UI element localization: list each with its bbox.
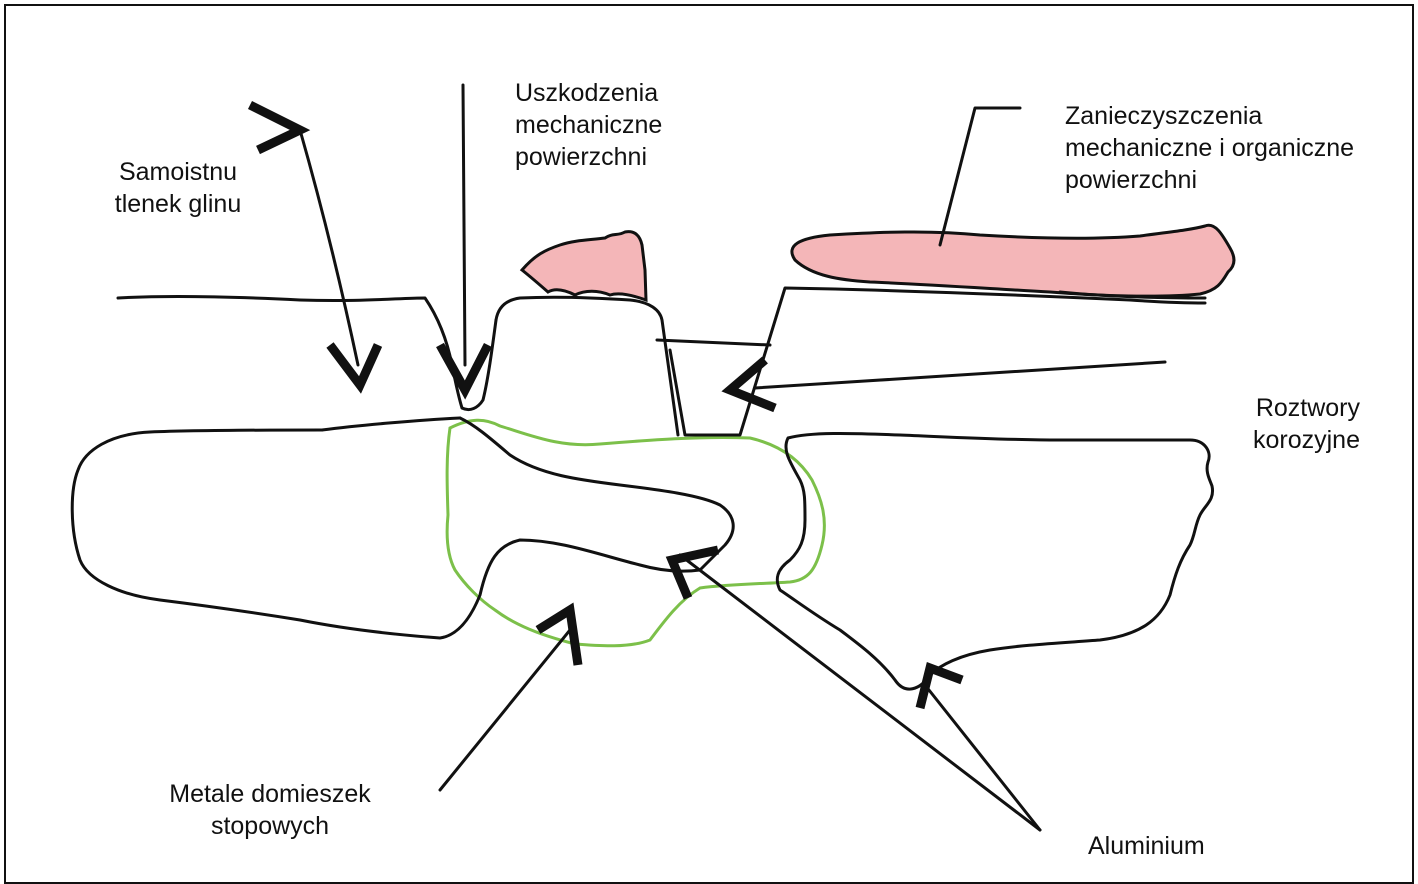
label-zanieczyszczenia-line2: mechaniczne i organiczne <box>1065 132 1354 164</box>
label-roztwory-line1: Roztwory <box>1200 392 1360 424</box>
surface-line-left <box>118 297 452 365</box>
leader-metale <box>440 630 570 790</box>
alloy-stroke <box>460 418 733 570</box>
leader-aluminium-2 <box>925 685 1040 830</box>
oxide-line <box>322 418 460 430</box>
leader-uszkodzenia <box>463 85 465 365</box>
label-metale-line2: stopowych <box>140 810 400 842</box>
label-uszkodzenia: Uszkodzenia mechaniczne powierzchni <box>515 77 662 173</box>
label-roztwory: Roztwory korozyjne <box>1200 392 1360 456</box>
contamination-large-blob <box>792 225 1234 296</box>
label-samoistny-line2: tlenek glinu <box>98 188 258 220</box>
arrowheads <box>250 105 962 708</box>
label-aluminium-text: Aluminium <box>1088 830 1205 862</box>
leader-roztwory <box>755 362 1165 388</box>
protruding-block <box>496 297 678 435</box>
cavity-line-top <box>657 340 770 345</box>
grain-left <box>72 430 700 638</box>
label-samoistny-line1: Samoistnu <box>98 156 258 188</box>
leader-samoistny <box>300 130 358 365</box>
label-metale: Metale domieszek stopowych <box>140 778 400 842</box>
label-zanieczyszczenia-line3: powierzchni <box>1065 164 1354 196</box>
leader-aluminium-1 <box>680 555 1040 830</box>
label-aluminium: Aluminium <box>1088 830 1205 862</box>
arrowhead-metale <box>538 610 578 665</box>
arrowhead-roztwory <box>730 360 775 408</box>
label-metale-line1: Metale domieszek <box>140 778 400 810</box>
label-uszkodzenia-line2: mechaniczne <box>515 109 662 141</box>
label-zanieczyszczenia: Zanieczyszczenia mechaniczne i organiczn… <box>1065 100 1354 196</box>
leader-zanieczyszczenia <box>940 108 1020 245</box>
label-samoistny-tlenek: Samoistnu tlenek glinu <box>98 156 258 220</box>
label-zanieczyszczenia-line1: Zanieczyszczenia <box>1065 100 1354 132</box>
contamination-small-blob <box>522 232 646 300</box>
grain-right <box>777 433 1212 689</box>
label-roztwory-line2: korozyjne <box>1200 424 1360 456</box>
label-uszkodzenia-line1: Uszkodzenia <box>515 77 662 109</box>
alloy-inclusion-outline <box>447 420 824 646</box>
arrowhead-aluminium-2 <box>920 668 962 708</box>
arrowhead-samoistny-top <box>250 105 300 150</box>
block-right-edge <box>670 288 1205 435</box>
label-uszkodzenia-line3: powierzchni <box>515 141 662 173</box>
